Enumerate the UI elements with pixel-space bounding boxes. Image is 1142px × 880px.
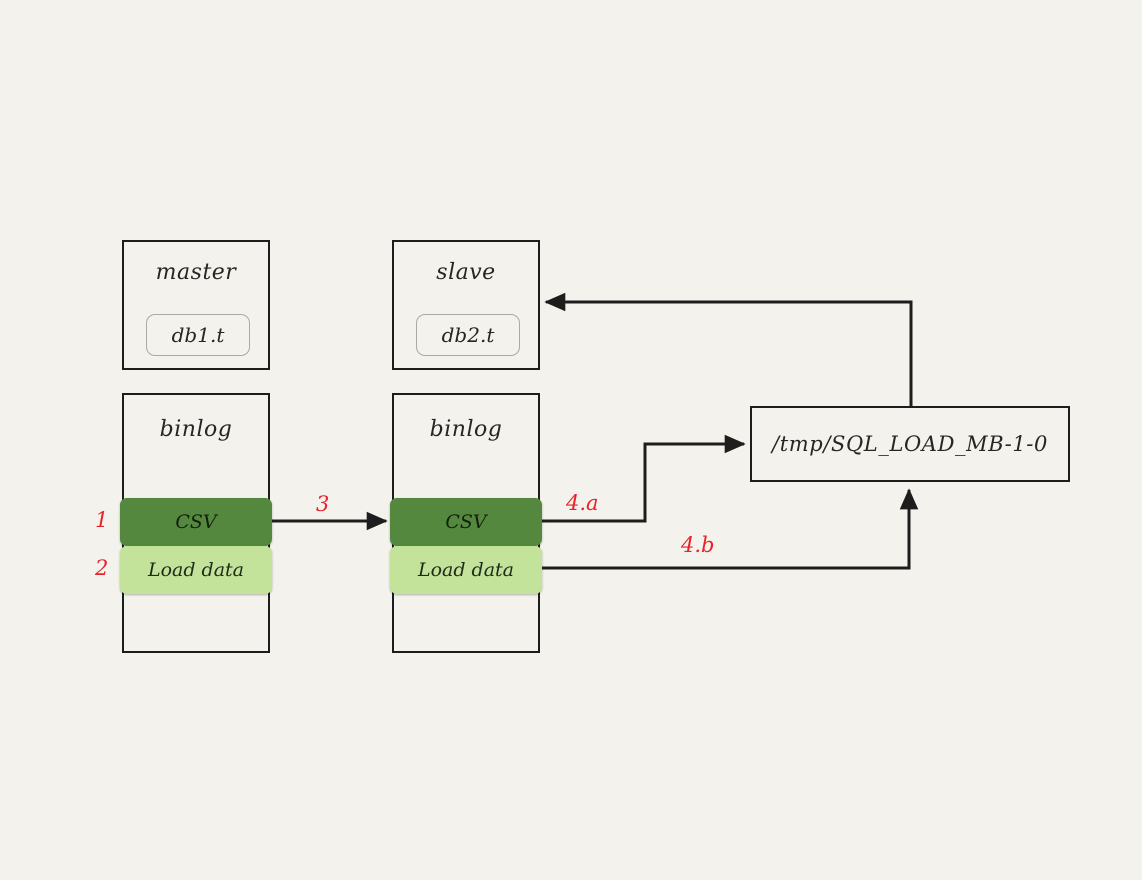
event-slave-binlog-load-data: Load data	[390, 546, 542, 594]
node-slave-title: slave	[436, 260, 496, 285]
step-label-3: 3	[316, 492, 330, 516]
event-slave-binlog-csv: CSV	[390, 498, 542, 546]
step-label-2: 2	[95, 556, 109, 580]
event-master-binlog-csv: CSV	[120, 498, 272, 546]
node-tempfile: /tmp/SQL_LOAD_MB-1-0	[750, 406, 1070, 482]
node-slave: slave db2.t	[392, 240, 540, 370]
step-label-1: 1	[95, 508, 109, 532]
connector-tempfile-to-slave	[544, 292, 913, 406]
step-label-4a: 4.a	[566, 491, 599, 515]
node-master-title: master	[155, 260, 237, 285]
node-master-table: db1.t	[146, 314, 250, 356]
event-master-binlog-load-data: Load data	[120, 546, 272, 594]
node-slave-table: db2.t	[416, 314, 520, 356]
node-master: master db1.t	[122, 240, 270, 370]
step-label-4b: 4.b	[681, 533, 715, 557]
node-master-binlog-title: binlog	[159, 417, 233, 442]
node-slave-binlog-title: binlog	[429, 417, 503, 442]
